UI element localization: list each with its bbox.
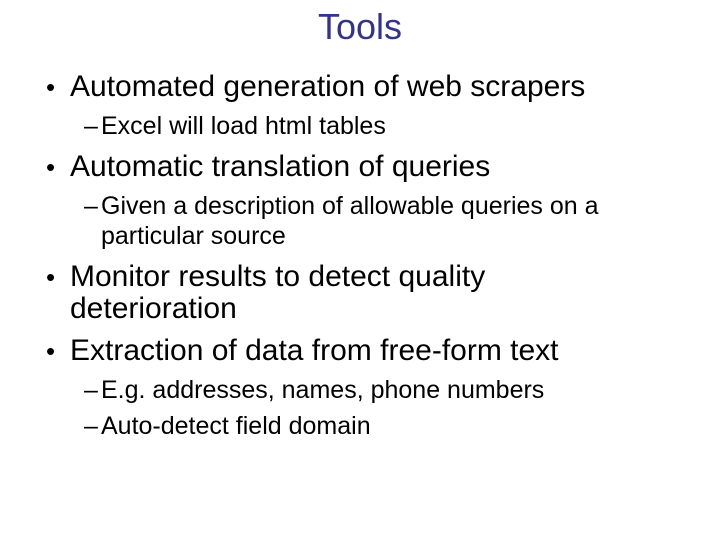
bullet-dot-icon: • xyxy=(46,72,56,102)
bullet-text: Automated generation of web scrapers xyxy=(70,70,586,103)
sub-bullet-item: – Excel will load html tables xyxy=(84,111,720,141)
bullet-text: Automatic translation of queries xyxy=(70,150,491,183)
sub-bullet-item: – E.g. addresses, names, phone numbers xyxy=(84,375,720,405)
dash-icon: – xyxy=(84,412,98,440)
bullet-text: Monitor results to detect quality deteri… xyxy=(70,260,486,325)
sub-bullet-item: – Auto-detect field domain xyxy=(84,411,720,441)
sub-bullet-text: E.g. addresses, names, phone numbers xyxy=(101,376,545,404)
bullet-dot-icon: • xyxy=(46,152,56,182)
bullet-dot-icon: • xyxy=(46,262,56,292)
dash-icon: – xyxy=(84,112,98,140)
sub-bullet-item: – Given a description of allowable queri… xyxy=(84,191,720,251)
sub-bullet-text: Given a description of allowable queries… xyxy=(101,192,599,250)
sub-bullet-text: Auto-detect field domain xyxy=(101,412,371,440)
dash-icon: – xyxy=(84,376,98,404)
bullet-item: • Extraction of data from free-form text xyxy=(46,335,720,367)
bullet-text: Extraction of data from free-form text xyxy=(70,334,559,367)
bullet-item: • Automatic translation of queries xyxy=(46,151,720,183)
bullet-item: • Monitor results to detect quality dete… xyxy=(46,261,720,325)
bullet-item: • Automated generation of web scrapers xyxy=(46,71,720,103)
slide-title: Tools xyxy=(317,6,403,47)
dash-icon: – xyxy=(84,192,98,220)
bullet-dot-icon: • xyxy=(46,336,56,366)
sub-bullet-text: Excel will load html tables xyxy=(101,112,386,140)
